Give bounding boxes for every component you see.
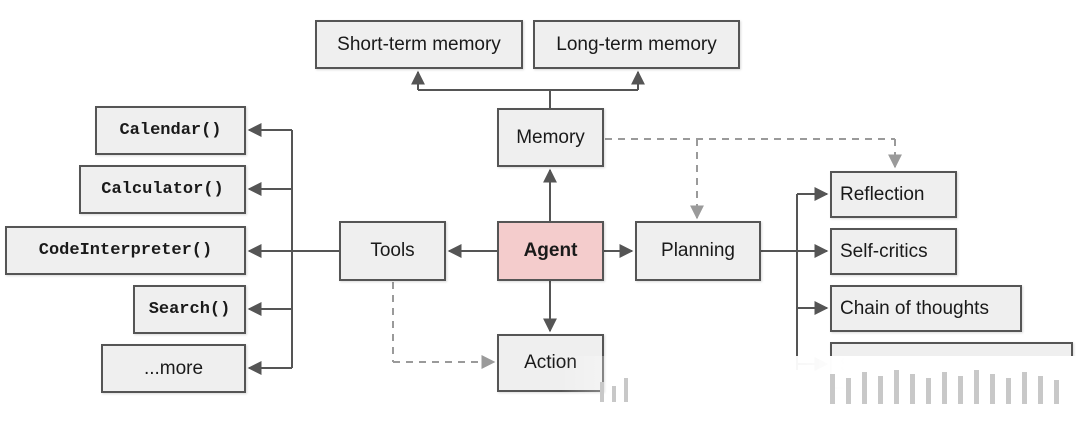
watermark-bars — [600, 370, 1059, 404]
calendar-tool-node: Calendar() — [95, 106, 246, 155]
edge-tools-to-tool-list — [247, 123, 339, 375]
more-tools-node: ...more — [101, 344, 246, 393]
long-term-memory-node: Long-term memory — [533, 20, 740, 69]
self-critics-node: Self-critics — [830, 228, 957, 275]
edge-planning-to-planning-list — [761, 187, 829, 371]
agent-node: Agent — [497, 221, 604, 281]
short-term-memory-node: Short-term memory — [315, 20, 523, 69]
search-tool-node: Search() — [133, 285, 246, 334]
reflection-node: Reflection — [830, 171, 957, 218]
edge-memory-to-planning-dashed — [605, 138, 902, 220]
calculator-tool-node: Calculator() — [79, 165, 246, 214]
code-interpreter-tool-node: CodeInterpreter() — [5, 226, 246, 275]
memory-node: Memory — [497, 108, 604, 167]
edge-memory-to-memory-types — [411, 70, 645, 108]
tools-node: Tools — [339, 221, 446, 281]
chain-of-thoughts-node: Chain of thoughts — [830, 285, 1022, 332]
edge-tools-to-action-dashed — [392, 282, 496, 369]
planning-node: Planning — [635, 221, 761, 281]
